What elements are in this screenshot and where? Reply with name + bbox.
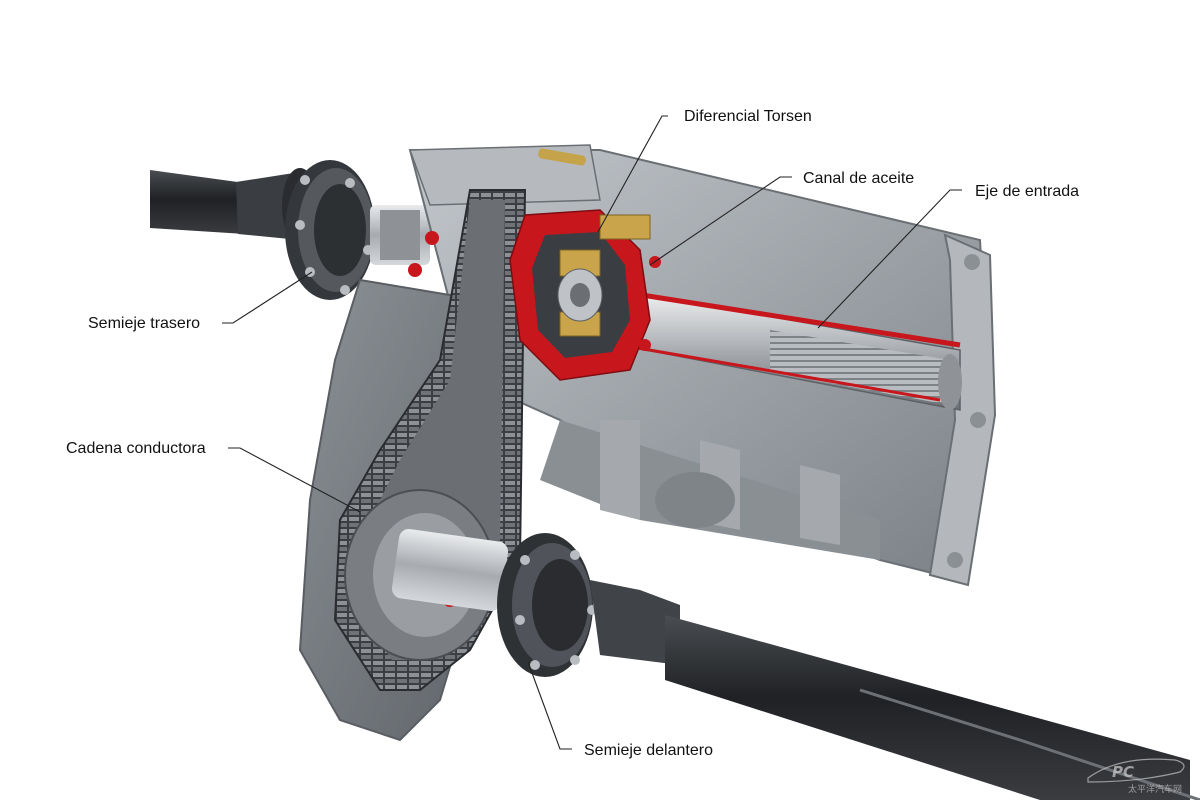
leader-line-cadena bbox=[228, 447, 361, 513]
leader-line-diferencial bbox=[597, 115, 668, 233]
callout-trasero: Semieje trasero bbox=[88, 271, 313, 332]
watermark-subtext: 太平洋汽车网 bbox=[1128, 783, 1182, 795]
label-cadena-conductora: Cadena conductora bbox=[66, 440, 206, 457]
input-shaft bbox=[609, 287, 962, 411]
callout-delantero: Semieje delantero bbox=[527, 661, 713, 759]
leader-line-canal bbox=[649, 176, 792, 266]
callout-diferencial: Diferencial Torsen bbox=[597, 108, 812, 233]
front-driveshaft bbox=[391, 528, 1200, 800]
leader-line-eje bbox=[817, 189, 962, 329]
leader-line-trasero bbox=[222, 271, 313, 324]
callout-cadena: Cadena conductora bbox=[66, 440, 361, 513]
leader-line-delantero bbox=[527, 661, 572, 750]
label-eje-de-entrada: Eje de entrada bbox=[975, 183, 1079, 200]
label-diferencial-torsen: Diferencial Torsen bbox=[684, 108, 812, 125]
watermark-logo-text: PC bbox=[1112, 763, 1134, 781]
pconline-watermark: PC 太平洋汽车网 bbox=[1087, 758, 1185, 795]
callout-canal: Canal de aceite bbox=[649, 170, 914, 266]
label-semieje-trasero: Semieje trasero bbox=[88, 315, 200, 332]
rear-driveshaft bbox=[150, 160, 430, 300]
label-semieje-delantero: Semieje delantero bbox=[584, 742, 713, 759]
watermark-car-logo-icon bbox=[1087, 758, 1185, 783]
callout-eje: Eje de entrada bbox=[817, 183, 1079, 329]
label-canal-de-aceite: Canal de aceite bbox=[803, 170, 914, 187]
